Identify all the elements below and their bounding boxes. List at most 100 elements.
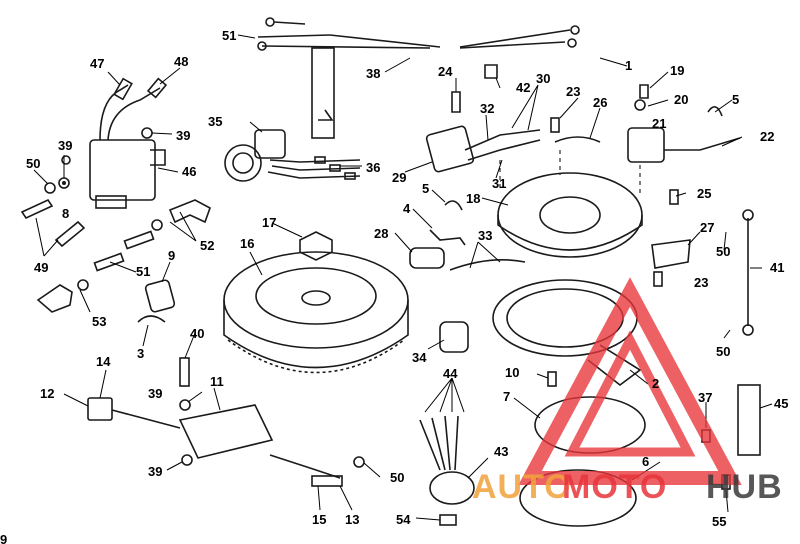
callout-19: 19 xyxy=(670,63,684,78)
callout-38: 38 xyxy=(366,66,380,81)
callout-51a: 51 xyxy=(222,28,236,43)
clip-42 xyxy=(484,64,498,79)
screw-10 xyxy=(547,371,557,387)
screw-23-b xyxy=(653,271,663,287)
callout-10: 10 xyxy=(505,365,519,380)
boot-53 xyxy=(36,279,89,313)
callout-49: 49 xyxy=(34,260,48,275)
callout-22: 22 xyxy=(760,129,774,144)
callout-15: 15 xyxy=(312,512,326,527)
callout-32: 32 xyxy=(480,101,494,116)
callout-40: 40 xyxy=(190,326,204,341)
ring-6 xyxy=(519,469,637,527)
screw-23-a xyxy=(550,117,560,133)
callout-7: 7 xyxy=(503,389,510,404)
charge-coil-29 xyxy=(425,125,541,173)
callout-23b: 23 xyxy=(694,275,708,290)
watermark-auto: AUTO xyxy=(472,468,572,506)
callout-51b: 51 xyxy=(136,264,150,279)
callout-28: 28 xyxy=(374,226,388,241)
power-pack-46 xyxy=(89,77,168,209)
callout-45: 45 xyxy=(774,396,788,411)
callout-6: 6 xyxy=(642,454,649,469)
callout-52: 52 xyxy=(200,238,214,253)
callout-24: 24 xyxy=(438,64,453,79)
callout-50c: 50 xyxy=(716,344,730,359)
connectors-36 xyxy=(299,156,361,180)
callout-26: 26 xyxy=(593,95,607,110)
connectors-51 xyxy=(93,230,155,272)
plug-28 xyxy=(409,247,445,269)
callout-39a: 39 xyxy=(176,128,190,143)
watermark-hub: HUB xyxy=(706,468,783,506)
spring-4 xyxy=(429,229,466,246)
callout-36: 36 xyxy=(366,160,380,175)
callout-37: 37 xyxy=(698,390,712,405)
callout-16: 16 xyxy=(240,236,254,251)
lead-12 xyxy=(111,409,181,429)
leader-lines xyxy=(33,34,773,521)
callout-53: 53 xyxy=(92,314,106,329)
callout-34: 34 xyxy=(412,350,427,365)
callout-48: 48 xyxy=(174,54,188,69)
retainer-26 xyxy=(554,136,601,143)
alignment-lines xyxy=(499,150,641,195)
clip-5-b xyxy=(707,106,723,117)
bolt-40 xyxy=(179,357,190,387)
coil-35 xyxy=(224,129,301,182)
callout-11: 11 xyxy=(210,374,224,389)
connector-13 xyxy=(311,475,343,487)
callout-14: 14 xyxy=(96,354,111,369)
watermark-text: AUTO MOTO HUB xyxy=(472,468,783,506)
callout-39b: 39 xyxy=(58,138,72,153)
lead-15 xyxy=(269,454,341,479)
screw-54 xyxy=(439,514,457,526)
callout-5a: 5 xyxy=(422,181,429,196)
callout-3: 3 xyxy=(137,346,144,361)
callout-5b: 5 xyxy=(732,92,739,107)
washer-20 xyxy=(634,99,646,111)
callout-27: 27 xyxy=(700,220,714,235)
callout-55: 55 xyxy=(712,514,726,529)
callout-44: 44 xyxy=(443,366,458,381)
callout-35: 35 xyxy=(208,114,222,129)
washer-39-a xyxy=(141,127,153,139)
armature-plate-18 xyxy=(497,172,643,258)
nut-17 xyxy=(299,231,333,261)
callout-labels: 1 2 3 4 5 5 6 7 8 9 10 11 12 13 14 15 16… xyxy=(0,28,788,544)
terminal-block-45 xyxy=(737,384,761,456)
fittings-52 xyxy=(151,199,211,231)
flywheel-16 xyxy=(223,251,409,374)
callout-39d: 39 xyxy=(148,464,162,479)
key-34 xyxy=(439,321,469,353)
screw-25 xyxy=(669,189,679,205)
callout-25: 25 xyxy=(697,186,711,201)
callout-33: 33 xyxy=(478,228,492,243)
callout-46: 46 xyxy=(182,164,196,179)
callout-17: 17 xyxy=(262,215,276,230)
callout-54: 54 xyxy=(396,512,411,527)
screw-24 xyxy=(451,91,461,113)
callout-31: 31 xyxy=(492,176,506,191)
washer-39-c xyxy=(181,454,193,466)
callout-41: 41 xyxy=(770,260,784,275)
washer-39-b xyxy=(179,399,191,411)
corner-mark: 9 xyxy=(0,532,7,544)
callout-9: 9 xyxy=(168,248,175,263)
bracket-38 xyxy=(311,47,335,139)
callout-29: 29 xyxy=(392,170,406,185)
callout-23a: 23 xyxy=(566,84,580,99)
callout-39c: 39 xyxy=(148,386,162,401)
callout-42: 42 xyxy=(516,80,530,95)
pack-11 xyxy=(178,404,274,459)
callout-50d: 50 xyxy=(390,470,404,485)
washer-50-e xyxy=(353,456,365,468)
plug-9 xyxy=(144,279,176,313)
callout-20: 20 xyxy=(674,92,688,107)
washer-50-c xyxy=(742,209,754,221)
clip-3 xyxy=(137,315,166,323)
callout-43: 43 xyxy=(494,444,508,459)
callout-13: 13 xyxy=(345,512,359,527)
